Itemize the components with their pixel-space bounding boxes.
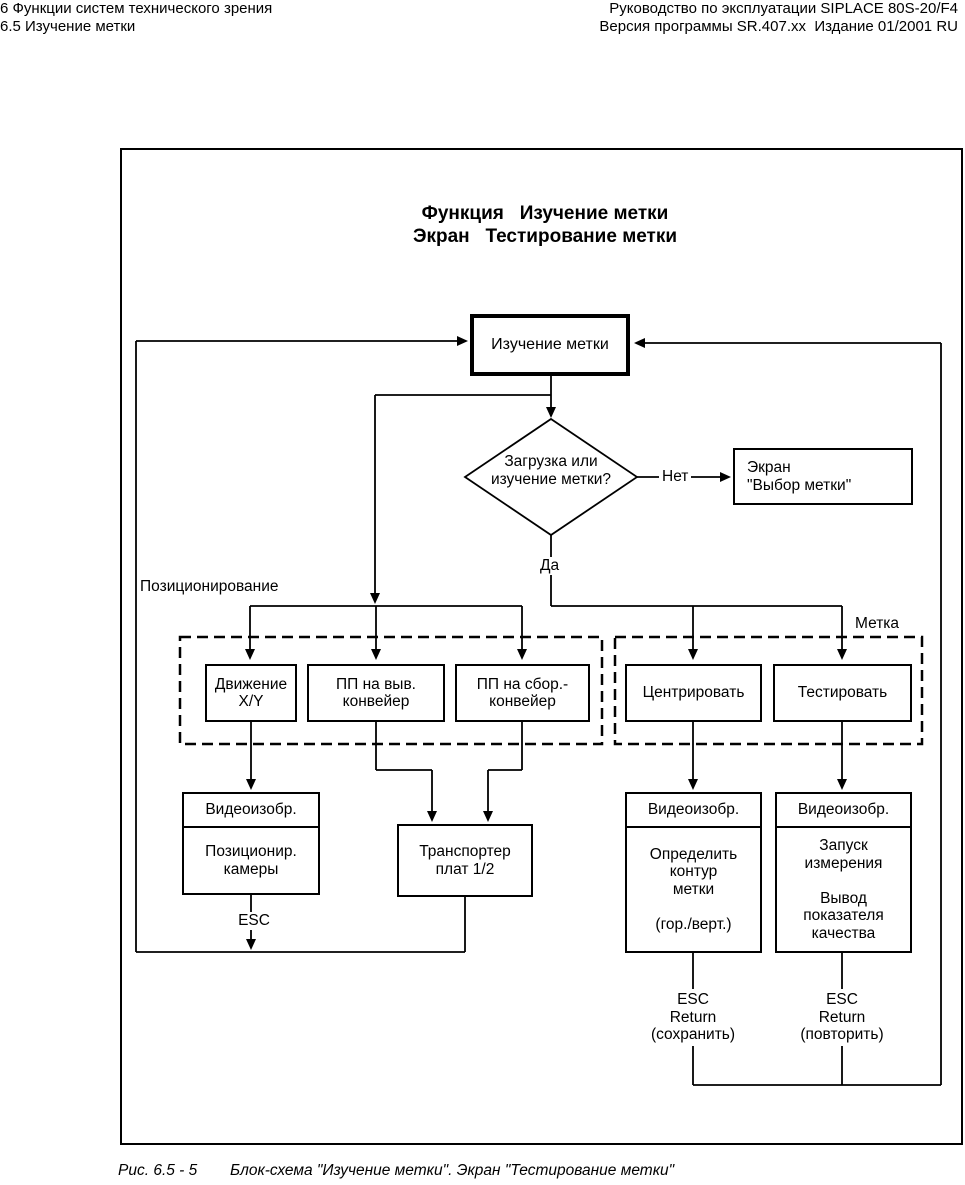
pcb-pick-conveyor-box: ПП на сбор.- конвейер bbox=[455, 664, 590, 722]
page-header-right: Руководство по эксплуатации SIPLACE 80S-… bbox=[599, 0, 958, 36]
header-version: Версия программы SR.407.xx Издание 01/20… bbox=[599, 18, 958, 35]
start-box-label: Изучение метки bbox=[491, 336, 609, 354]
header-section: 6.5 Изучение метки bbox=[0, 18, 136, 35]
pcb-out-conveyor-box: ПП на выв. конвейер bbox=[307, 664, 445, 722]
move-xy-box: Движение X/Y bbox=[205, 664, 297, 722]
esc-label: ESC bbox=[230, 912, 278, 930]
figure-caption: Блок-схема "Изучение метки". Экран "Тест… bbox=[230, 1162, 675, 1179]
yes-label: Да bbox=[537, 557, 563, 575]
esc-return-repeat-label: ESC Return (повторить) bbox=[800, 991, 884, 1043]
mark-group-label: Метка bbox=[855, 615, 900, 632]
positioning-group-label: Позиционирование bbox=[140, 578, 279, 595]
flowchart-title: Функция Изучение метки Экран Тестировани… bbox=[300, 202, 790, 248]
mark-group-frame bbox=[613, 635, 924, 746]
start-box: Изучение метки bbox=[470, 314, 630, 376]
screen-select-mark-box: Экран "Выбор метки" bbox=[733, 448, 913, 505]
test-box: Тестировать bbox=[773, 664, 912, 722]
center-box: Центрировать bbox=[625, 664, 762, 722]
header-chapter: 6 Функции систем технического зрения bbox=[0, 0, 273, 17]
decision-diamond-shape bbox=[463, 417, 639, 537]
figure-number: Рис. 6.5 - 5 bbox=[118, 1162, 198, 1179]
decision-label: Загрузка или изучение метки? bbox=[490, 453, 612, 488]
flowchart-title-line1: Функция Изучение метки bbox=[421, 203, 669, 224]
video-measurement-box: Видеоизобр. Запуск измерения Вывод показ… bbox=[775, 792, 912, 953]
positioning-group-frame bbox=[178, 635, 604, 746]
video-positioning-camera-box: Видеоизобр. Позиционир. камеры bbox=[182, 792, 320, 895]
esc-return-save-label: ESC Return (сохранить) bbox=[650, 991, 736, 1043]
board-transport-box: Транспортер плат 1/2 bbox=[397, 824, 533, 897]
figure-border bbox=[120, 148, 963, 1145]
header-manual-title: Руководство по эксплуатации SIPLACE 80S-… bbox=[609, 0, 958, 17]
video-mark-contour-box: Видеоизобр. Определить контур метки (гор… bbox=[625, 792, 762, 953]
no-label: Нет bbox=[659, 468, 692, 486]
flowchart-title-line2: Экран Тестирование метки bbox=[412, 226, 678, 247]
page-header-left: 6 Функции систем технического зрения 6.5… bbox=[0, 0, 272, 36]
